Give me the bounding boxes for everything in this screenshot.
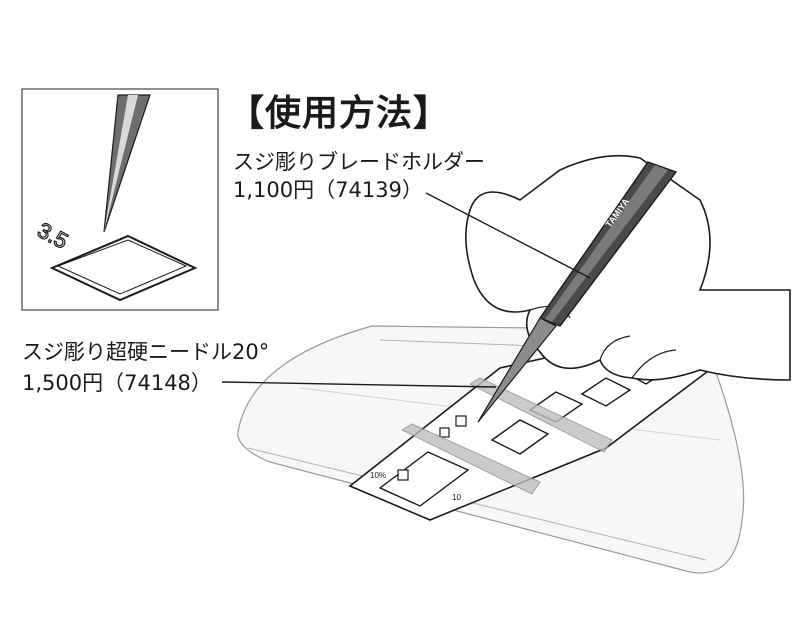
tape-strip-lower xyxy=(400,423,541,495)
blade-holder-tool: TAMIYA xyxy=(477,161,678,423)
needle-name: スジ彫り超硬ニードル20° xyxy=(22,340,270,364)
masking-tape xyxy=(400,377,613,495)
page-title: 【使用方法】 xyxy=(228,93,451,134)
template-label-percent: 10% xyxy=(370,471,386,480)
inset-detail: 3.5 xyxy=(21,88,219,311)
leader-line-needle xyxy=(221,381,497,388)
leader-lines xyxy=(221,192,591,388)
tape-strip-upper xyxy=(468,377,613,453)
inset-square-recess xyxy=(49,234,198,302)
needle-tip xyxy=(477,317,557,423)
leader-line-holder xyxy=(425,192,591,279)
blade-holder-name: スジ彫りブレードホルダー xyxy=(233,150,485,174)
blade-holder-price: 1,100円（74139） xyxy=(233,178,423,202)
needle-price: 1,500円（74148） xyxy=(22,371,212,395)
template-label-ten: 10 xyxy=(452,493,461,502)
